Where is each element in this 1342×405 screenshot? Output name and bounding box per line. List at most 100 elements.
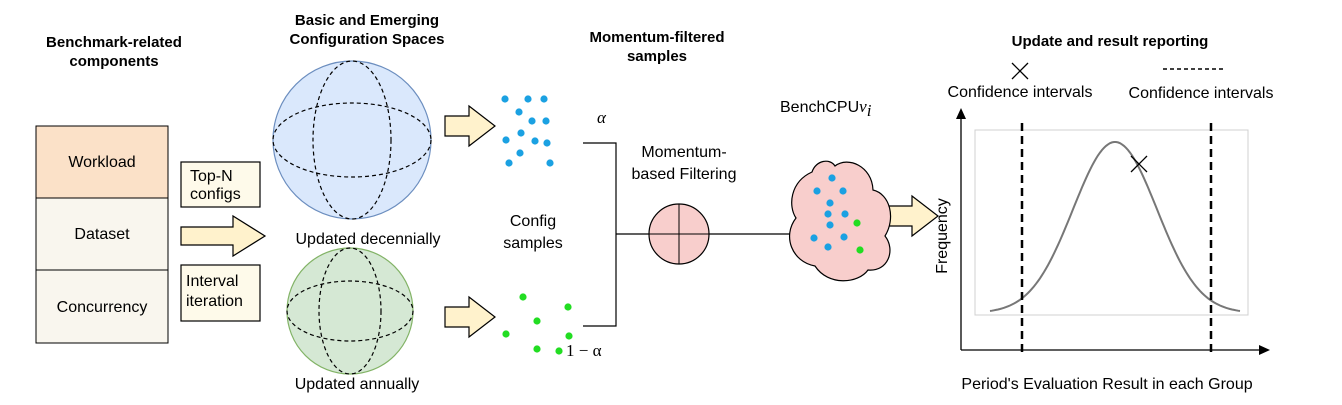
component-concurrency: Concurrency (35, 269, 169, 344)
component-workload: Workload (35, 125, 169, 199)
y-axis-arrowhead (956, 108, 966, 119)
cloud-dot (826, 221, 834, 229)
sample-dot (502, 330, 510, 338)
sample-dot (515, 108, 523, 116)
label-filtering-line1: Momentum- (641, 144, 726, 161)
sample-dot (564, 303, 572, 311)
sample-dot (502, 136, 510, 144)
component-dataset-label: Dataset (74, 226, 130, 243)
green-sample-dots (502, 293, 573, 355)
cloud-dot (810, 234, 818, 242)
sample-dot (542, 117, 550, 125)
label-one-minus-alpha: 1 − α (566, 341, 602, 360)
arrow-green-space-to-samples (444, 295, 496, 339)
x-axis-arrowhead (1259, 345, 1270, 355)
tag-topn: Top-N configs (180, 161, 261, 208)
cloud-dot (856, 246, 864, 254)
green-sphere-body (286, 247, 414, 375)
sample-dot (505, 159, 513, 167)
blue-sphere-body (272, 60, 432, 220)
header-momentum-line1: Momentum-filtered (590, 29, 725, 46)
label-updated-annually: Updated annually (295, 376, 420, 393)
sample-dot (516, 149, 524, 157)
sample-dot (501, 95, 509, 103)
benchcpu-subscript: i (867, 101, 872, 120)
sample-dot (528, 117, 536, 125)
label-config-line1: Config (510, 213, 556, 230)
plot-cross-marker (1130, 155, 1148, 173)
component-dataset-box (35, 197, 169, 271)
cloud-green-dots (853, 219, 864, 254)
merge-bracket (583, 142, 617, 327)
distribution-plot (956, 108, 1270, 355)
sample-dot (524, 95, 532, 103)
tag-interval-box (180, 264, 261, 322)
tag-topn-box (180, 161, 261, 208)
cloud-blue-dots (810, 174, 849, 251)
sample-dot (543, 139, 551, 147)
sample-dot (546, 159, 554, 167)
sample-dot (517, 129, 525, 137)
plot-area (974, 129, 1249, 316)
tag-interval: Interval iteration (180, 264, 261, 322)
arrow-cloud-to-plot (887, 194, 939, 238)
blue-configuration-sphere (272, 60, 432, 220)
benchcpu-cloud (788, 160, 892, 282)
label-filtering-line2: based Filtering (632, 166, 737, 183)
cloud-dot (813, 187, 821, 195)
plot-ylabel: Frequency (934, 198, 951, 274)
component-concurrency-label: Concurrency (57, 299, 148, 316)
momentum-filter-circle (648, 203, 710, 265)
component-workload-box (35, 125, 169, 199)
sample-dot (540, 95, 548, 103)
legend-cross-icon (1011, 62, 1029, 80)
tag-interval-line2: iteration (186, 293, 243, 310)
legend-cross-stroke-b (1011, 62, 1029, 80)
sample-dot (565, 332, 573, 340)
green-sphere-vertical-ring (318, 247, 382, 375)
blue-sample-dots (501, 95, 554, 167)
cloud-dot (824, 243, 832, 251)
header-update: Update and result reporting (1012, 33, 1209, 50)
legend-cross-label: Confidence intervals (948, 84, 1093, 101)
cloud-dot (828, 174, 836, 182)
label-alpha: α (597, 108, 607, 127)
header-spaces-line1: Basic and Emerging (295, 12, 439, 29)
sample-dot (533, 317, 541, 325)
plot-xlabel: Period's Evaluation Result in each Group (961, 376, 1252, 393)
cloud-dot (841, 210, 849, 218)
cloud-dot (840, 233, 848, 241)
cloud-dot (853, 219, 861, 227)
sample-dot (519, 293, 527, 301)
arrow-blue-space-to-samples (444, 104, 496, 148)
blue-sphere-vertical-ring (312, 60, 392, 220)
cross-stroke-b (1130, 155, 1148, 173)
component-concurrency-box (35, 269, 169, 344)
tag-topn-line1: Top-N (190, 168, 233, 185)
arrow-components-to-spaces (180, 214, 267, 258)
blue-sphere-horizontal-ring (272, 102, 432, 178)
sample-dot (531, 137, 539, 145)
component-dataset: Dataset (35, 197, 169, 271)
legend-dashed-label: Confidence intervals (1129, 85, 1274, 102)
tag-interval-line1: Interval (186, 273, 238, 290)
label-benchcpu: BenchCPUvi (780, 97, 872, 120)
benchcpu-name: BenchCPU (780, 99, 859, 116)
sample-dot (555, 347, 563, 355)
distribution-curve (989, 141, 1241, 312)
header-benchmark-line2: components (69, 53, 158, 70)
green-configuration-sphere (286, 247, 414, 375)
cloud-dot (826, 199, 834, 207)
green-sphere-horizontal-ring (286, 280, 414, 342)
cloud-shape (788, 160, 892, 282)
label-config-line2: samples (503, 235, 563, 252)
cloud-dot (824, 210, 832, 218)
component-workload-label: Workload (68, 154, 135, 171)
benchcpu-version: v (859, 97, 867, 116)
tag-topn-line2: configs (190, 186, 241, 203)
label-updated-decennially: Updated decennially (296, 231, 441, 248)
header-spaces-line2: Configuration Spaces (289, 31, 444, 48)
header-benchmark-line1: Benchmark-related (46, 34, 182, 51)
